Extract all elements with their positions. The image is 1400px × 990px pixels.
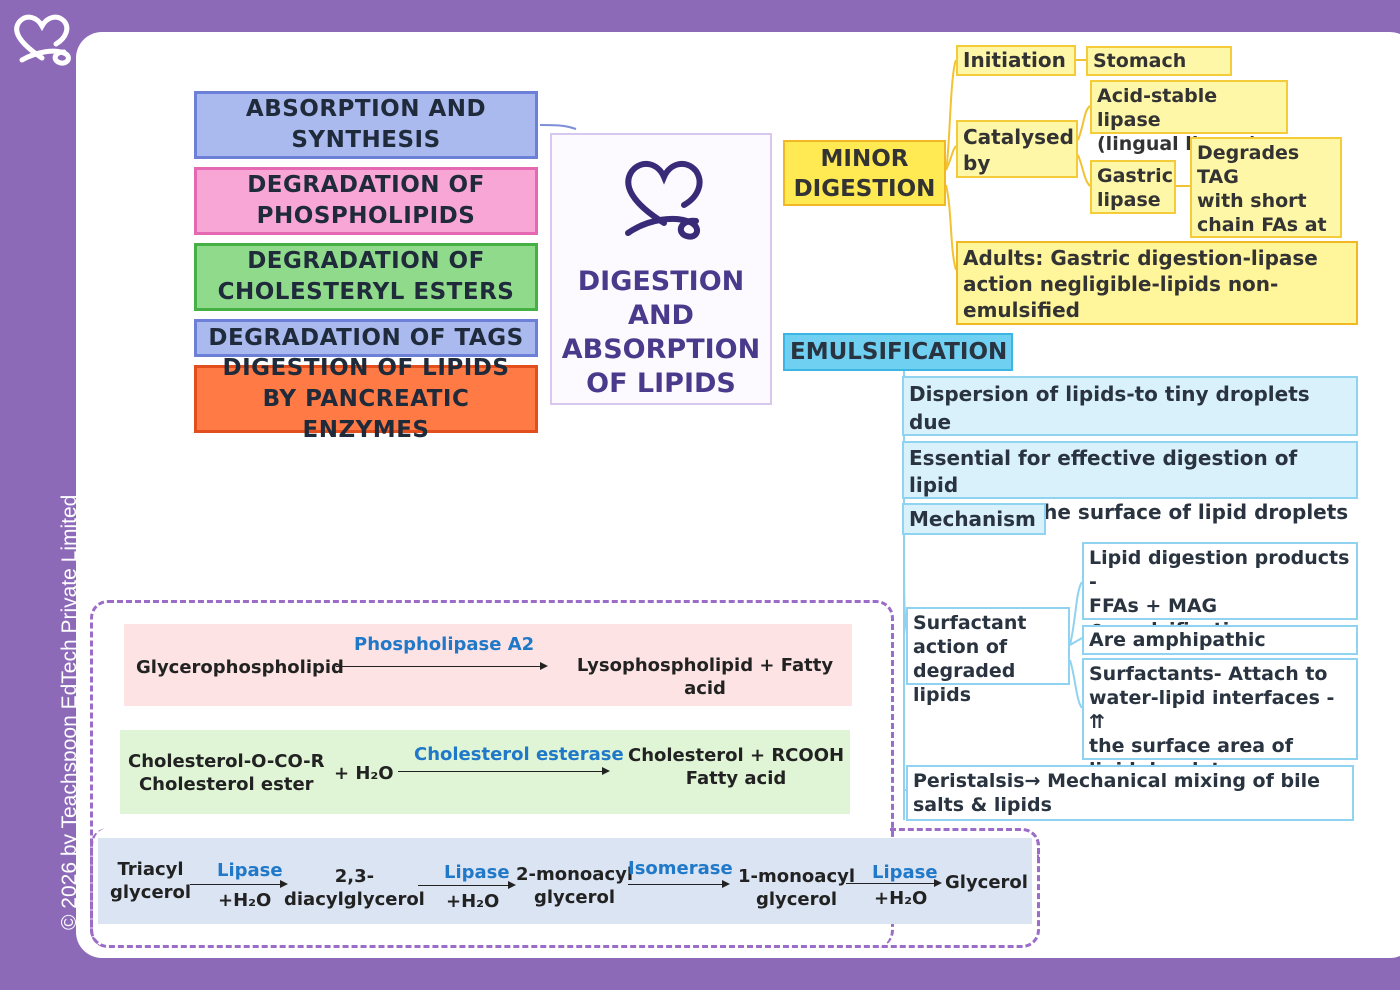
r3-1-monoacylglycerol: 1-monoacyl glycerol	[738, 866, 856, 910]
r3-water-2: +H₂O	[446, 891, 500, 912]
r3-enzyme-1: Lipase	[217, 860, 283, 881]
reaction-frame-upper	[90, 600, 894, 948]
products-note: Lipid digestion products - FFAs + MAG ⊕e…	[1082, 542, 1358, 641]
central-topic: DIGESTION AND ABSORPTION OF LIPIDS	[550, 133, 772, 405]
topic-digestion-pancreatic[interactable]: DIGESTION OF LIPIDS BY PANCREATIC ENZYME…	[194, 355, 538, 443]
emulsification-node[interactable]: EMULSIFICATION	[783, 333, 1013, 371]
central-title: DIGESTION AND ABSORPTION OF LIPIDS	[561, 266, 761, 399]
phospholipid-reaction-panel: Glycerophospholipid Phospholipase A2 Lys…	[124, 624, 852, 706]
heart-stethoscope-icon	[625, 160, 703, 240]
brand-logo-icon	[14, 14, 71, 66]
surfactants-attach-note: Surfactants- Attach to water-lipid inter…	[1082, 658, 1358, 781]
r2-substrate: Cholesterol-O-CO-R Cholesterol ester	[128, 751, 325, 795]
surfactant-action-label: Surfactant action of degraded lipids	[906, 607, 1070, 706]
r2-arrow	[398, 767, 610, 775]
r3-arrow-4	[846, 879, 942, 887]
topic-degradation-phospholipids[interactable]: DEGRADATION OF PHOSPHOLIPIDS	[194, 167, 538, 235]
r1-enzyme: Phospholipase A2	[354, 634, 535, 655]
r3-water-1: +H₂O	[218, 890, 272, 911]
peristalsis-note: Peristalsis→ Mechanical mixing of bile s…	[906, 765, 1354, 821]
r1-product: Lysophospholipid + Fatty acid	[576, 655, 834, 699]
r3-water-4: +H₂O	[874, 888, 928, 909]
r3-triacylglycerol: Triacyl glycerol	[110, 859, 192, 903]
stomach-label: Stomach	[1086, 46, 1232, 76]
r3-diacylglycerol: 2,3- diacylglycerol	[284, 866, 425, 910]
r1-arrow	[336, 662, 548, 670]
topic-degradation-tags[interactable]: DEGRADATION OF TAGS	[194, 319, 538, 357]
r3-arrow-3	[628, 880, 730, 888]
tag-reaction-panel: Triacyl glycerol Lipase +H₂O 2,3- diacyl…	[98, 838, 1032, 924]
amphipathic-note: Are amphipathic	[1082, 625, 1358, 655]
r2-enzyme: Cholesterol esterase	[414, 744, 624, 765]
degrades-tag-label: Degrades TAG with short chain FAs at neu…	[1190, 137, 1342, 260]
r3-glycerol: Glycerol	[945, 872, 1028, 893]
r1-substrate: Glycerophospholipid	[136, 657, 344, 678]
r3-enzyme-4: Lipase	[872, 862, 938, 883]
r2-water: + H₂O	[334, 763, 394, 784]
r3-arrow-2	[418, 881, 516, 889]
mechanism-label: Mechanism	[902, 503, 1046, 535]
adults-gastric-note: Adults: Gastric digestion-lipase action …	[956, 241, 1358, 325]
acid-stable-lipase-label: Acid-stable lipase (lingual lipase)	[1090, 80, 1288, 155]
r3-2-monoacylglycerol: 2-monoacyl glycerol	[516, 864, 634, 908]
dispersion-note: Dispersion of lipids-to tiny droplets du…	[902, 376, 1358, 462]
r3-enzyme-2: Lipase	[444, 862, 510, 883]
minor-digestion-node[interactable]: MINOR DIGESTION	[783, 140, 946, 206]
initiation-label: Initiation	[956, 45, 1076, 76]
reaction-frame-step	[890, 828, 1040, 858]
r3-enzyme-isomerase: Isomerase	[628, 858, 733, 879]
essential-note: Essential for effective digestion of lip…	[902, 441, 1358, 524]
topic-degradation-cholesteryl-esters[interactable]: DEGRADATION OF CHOLESTERYL ESTERS	[194, 243, 538, 311]
reaction-frame-lower	[90, 828, 1040, 948]
r3-arrow-1	[190, 880, 288, 888]
cholesterol-reaction-panel: Cholesterol-O-CO-R Cholesterol ester + H…	[120, 730, 850, 814]
topic-absorption-synthesis[interactable]: ABSORPTION AND SYNTHESIS	[194, 91, 538, 159]
r2-product: Cholesterol + RCOOH Fatty acid	[628, 745, 845, 789]
catalysed-by-label: Catalysed by	[956, 120, 1078, 178]
gastric-lipase-label: Gastric lipase	[1090, 160, 1176, 214]
